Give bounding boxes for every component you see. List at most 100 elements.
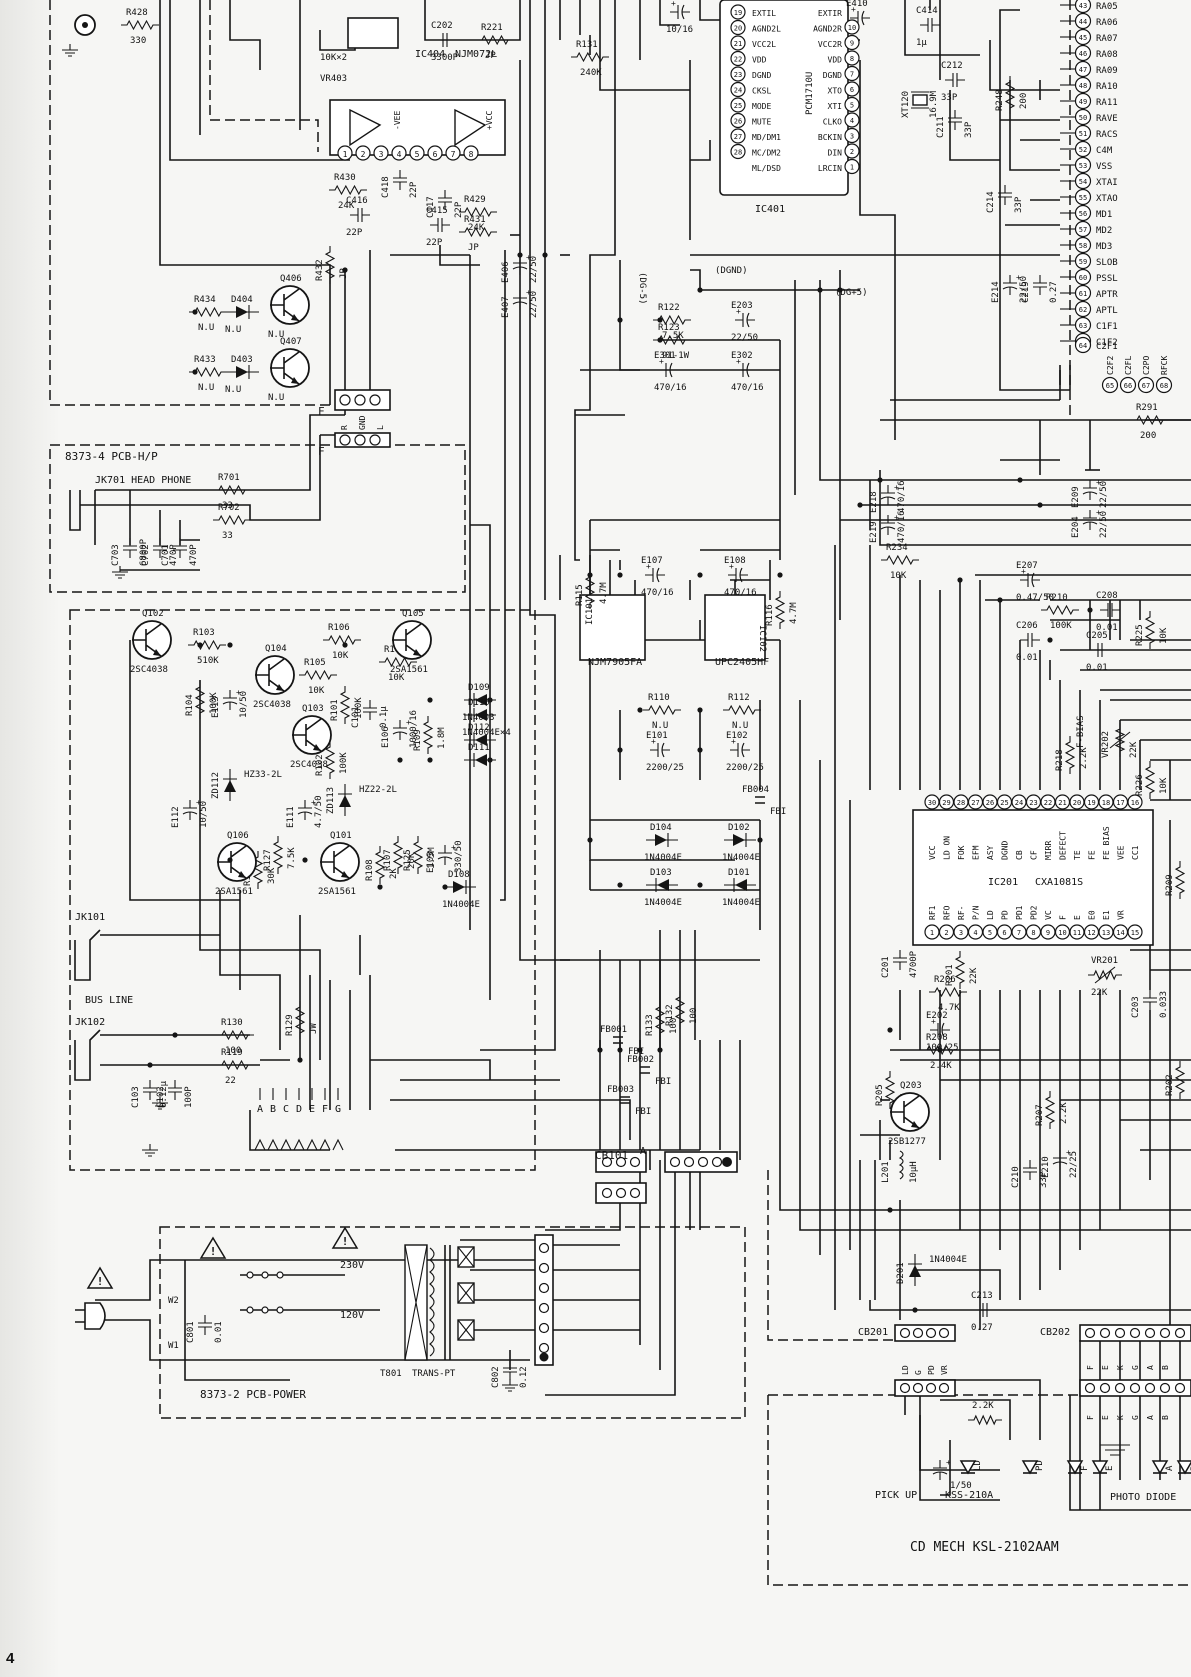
resistor-ref: R202	[1165, 1074, 1175, 1096]
resistor-ref: R131	[576, 40, 598, 50]
ic401-pins: EXTILAGND2LVCC2LVDDDGNDCKSLMODEMUTEMD/DM…	[730, 4, 860, 175]
resistor-ref: R106	[328, 623, 350, 633]
ic401-right-pin-num: 1	[850, 164, 854, 172]
transistor-ref: Q203	[900, 1081, 922, 1091]
ferrite-ref: FB004	[742, 785, 769, 795]
ic201-top-pin-num: 27	[971, 799, 979, 807]
ic201-bottom-pin-num: 6	[1002, 929, 1006, 937]
resistor-value: 2.2K	[1079, 747, 1089, 769]
ic201-top-pin-label: EFM	[972, 845, 981, 860]
ic101-part: NJM7905FA	[588, 657, 642, 668]
vr403-value: 10K×2	[320, 53, 347, 63]
capacitor-ref: C214	[986, 191, 996, 213]
resistor-value: N.U	[198, 383, 214, 393]
cb201-label: CB201	[858, 1327, 888, 1338]
resistor-ref: R109	[413, 729, 423, 751]
resistor-ref: R103	[193, 628, 215, 638]
capacitor-ref: C210	[1011, 1166, 1021, 1188]
capacitor-e411: +E41110/16	[666, 0, 693, 35]
capacitor-ref: C101	[351, 706, 361, 728]
resistor-value: 10K	[1159, 627, 1169, 644]
resistor-value: N.U	[732, 721, 748, 731]
resistor-value: N.U	[198, 323, 214, 333]
ic201-bottom-pin-label: PD	[1001, 910, 1010, 920]
capacitor-value: 1μ	[916, 38, 927, 48]
resistor-value: 10K	[332, 651, 349, 661]
dsp-pin-label: SLOB	[1096, 258, 1118, 268]
dsp-pin-num: 54	[1079, 178, 1087, 186]
ic404-part: NJM072L	[455, 49, 497, 60]
capacitor-ref: C211	[936, 116, 946, 138]
resistor-ref: R129	[285, 1014, 295, 1036]
resistor-value: N.U	[652, 721, 668, 731]
capacitor-ref: C702	[141, 544, 151, 566]
pickup-label: PICK UP	[875, 1490, 917, 1501]
ic404-pin-num: 5	[415, 150, 420, 159]
polarity-mark: +	[1021, 567, 1026, 576]
capacitor-ref: L201	[881, 1161, 891, 1183]
ic201-bottom-pin-num: 5	[988, 929, 992, 937]
capacitor-ref: C703	[111, 544, 121, 566]
dsp-pin-num: 52	[1079, 146, 1087, 154]
junctions	[147, 252, 1093, 1313]
resistor-ref: R123	[658, 323, 680, 333]
dsp-pin-num: 62	[1079, 306, 1087, 314]
resistor-value: 2.2K	[1059, 1102, 1069, 1124]
dsp-pin-label: MD3	[1096, 242, 1112, 252]
resistor-ref: R218	[1055, 749, 1065, 771]
photo-diode-label: PHOTO DIODE	[1110, 1492, 1176, 1503]
capacitor-value: 22/50	[1099, 481, 1109, 508]
ic201-top-pin-label: FOK	[957, 845, 966, 860]
net-dg5: (DG-5)	[637, 272, 647, 305]
ic201-top-pin-num: 24	[1015, 799, 1023, 807]
capacitor-ref: E407	[501, 296, 511, 318]
resistor-ref: R201	[945, 964, 955, 986]
connector-f-pin-label: R	[340, 425, 349, 430]
ic201-bottom-pin-num: 2	[944, 929, 948, 937]
ic201-bottom-pin-num: 11	[1073, 929, 1081, 937]
resistor-value: 22K	[969, 967, 979, 984]
ic201-top-pin-label: DGND	[1001, 841, 1010, 860]
pickup-element-label: PD	[1035, 1460, 1045, 1471]
ic201-bottom-pin-label: F	[1059, 915, 1068, 920]
dsp-pin-label: C1F2	[1096, 338, 1118, 348]
resistor-value: 2K	[389, 868, 399, 879]
ic401-left-pin-label: VCC2L	[752, 40, 776, 49]
ic201-top-pin-label: VEE	[1117, 845, 1126, 860]
dsp-pin-num: 60	[1079, 274, 1087, 282]
net-dg5-plus: (DG+5)	[835, 288, 868, 298]
resistor-ref: R104	[185, 694, 195, 716]
capacitor-value: 16.9M	[929, 90, 939, 118]
capacitor-ref: C416	[346, 196, 368, 206]
capacitor-ref: F-BIAS	[1076, 715, 1086, 748]
ic401-right-pin-num: 7	[850, 71, 854, 79]
dsp-pin-num: 56	[1079, 210, 1087, 218]
capacitor-ref: E302	[731, 351, 753, 361]
diode-ref: D403	[231, 355, 253, 365]
diode-part: 1N4004E×4	[462, 728, 511, 738]
resistor-value: 200	[1140, 431, 1156, 441]
capacitor-value: 22/50	[529, 256, 539, 283]
